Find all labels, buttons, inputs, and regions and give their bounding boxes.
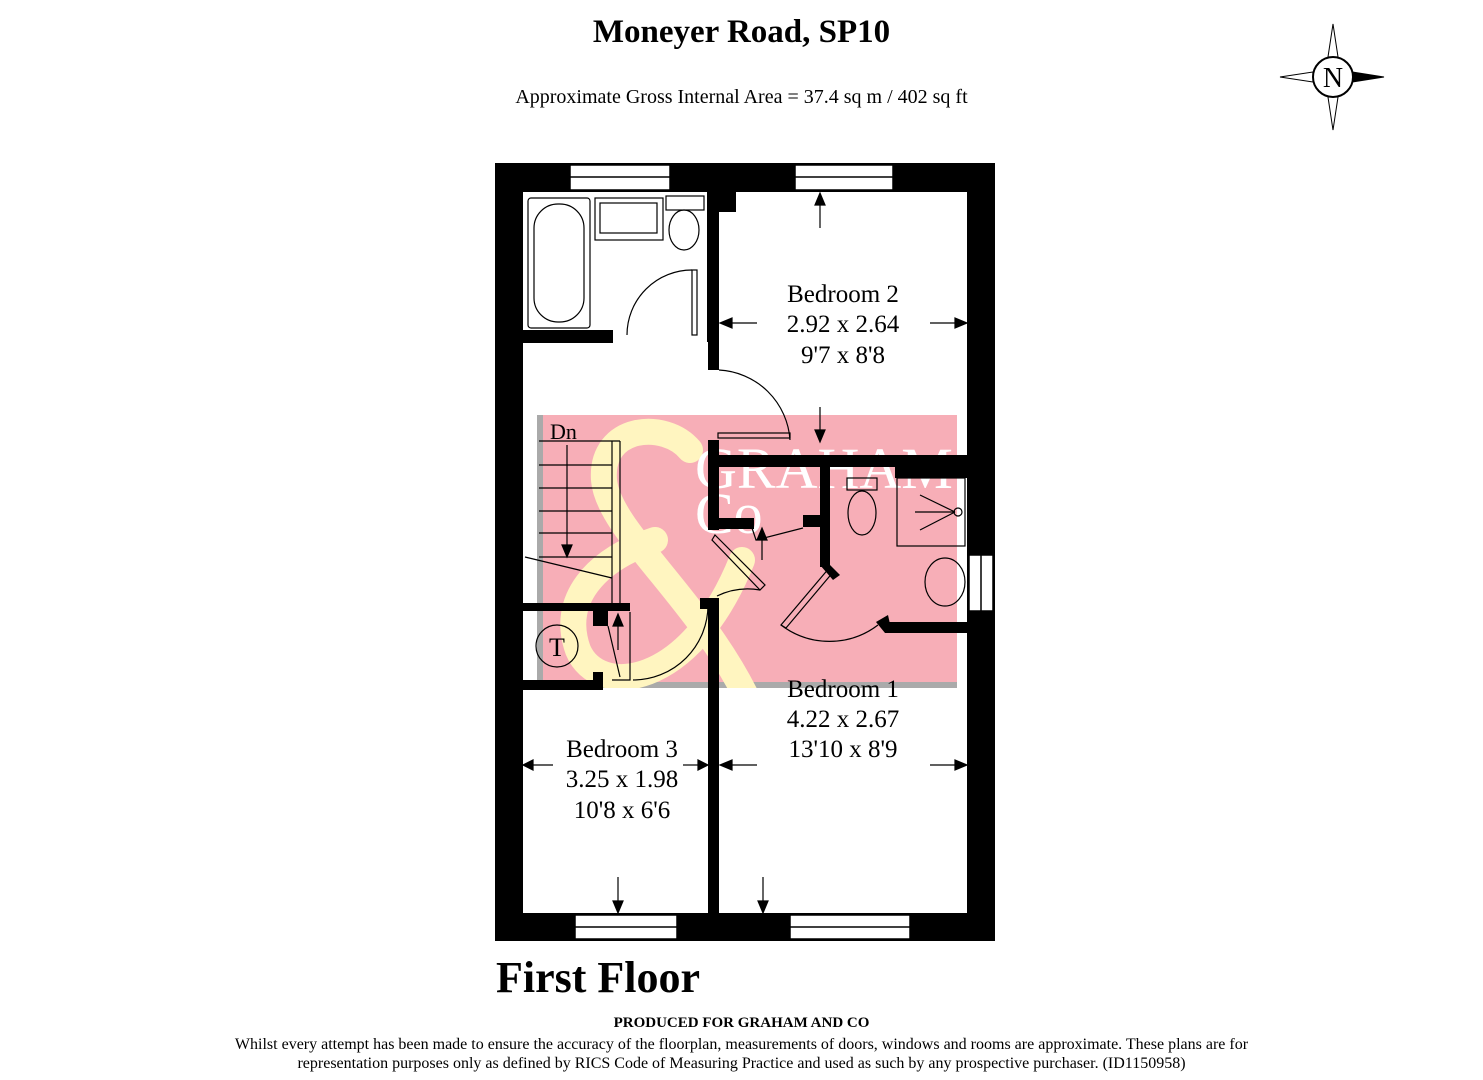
floorplan: GRAHAMCo xyxy=(495,163,995,941)
watermark-text-line: Co xyxy=(695,481,763,546)
room-size-imperial: 13'10 x 8'9 xyxy=(788,736,897,763)
room-size-metric: 2.92 x 2.64 xyxy=(787,311,900,338)
page-title: Moneyer Road, SP10 xyxy=(592,14,891,50)
watermark-ampersand-logo xyxy=(560,418,757,688)
room-size-imperial: 10'8 x 6'6 xyxy=(574,797,671,824)
disclaimer: Whilst every attempt has been made to en… xyxy=(234,1036,1249,1072)
toilet-icon xyxy=(665,195,705,211)
room-size-metric: 4.22 x 2.67 xyxy=(787,706,900,733)
bathroom-door xyxy=(626,269,693,336)
room-name: Bedroom 1 xyxy=(787,676,899,703)
basin-icon xyxy=(594,197,664,241)
water-tank-icon xyxy=(535,624,579,668)
produced-for: PRODUCED FOR GRAHAM AND CO xyxy=(613,1015,870,1031)
room-name: Bedroom 2 xyxy=(787,281,899,308)
ensuite-basin-icon xyxy=(924,557,966,607)
fixtures xyxy=(521,191,969,915)
room-bedroom-1: Bedroom 1 4.22 x 2.67 13'10 x 8'9 xyxy=(787,676,900,763)
room-size-imperial: 9'7 x 8'8 xyxy=(801,342,885,369)
floor-label: First Floor xyxy=(496,953,701,1002)
compass-label: N xyxy=(1323,63,1343,94)
room-name: Bedroom 3 xyxy=(566,736,678,763)
room-size-metric: 3.25 x 1.98 xyxy=(566,766,679,793)
room-bedroom-3: Bedroom 3 3.25 x 1.98 10'8 x 6'6 xyxy=(566,736,679,824)
bath-icon xyxy=(527,197,591,329)
compass-north-icon: N xyxy=(1279,23,1385,131)
shower-icon xyxy=(896,477,966,547)
stairs-label: Dn xyxy=(550,419,577,444)
tank-label: T xyxy=(549,633,565,662)
gross-area: Approximate Gross Internal Area = 37.4 s… xyxy=(515,86,968,108)
windows xyxy=(569,164,994,940)
room-bedroom-2: Bedroom 2 2.92 x 2.64 9'7 x 8'8 xyxy=(787,281,900,369)
